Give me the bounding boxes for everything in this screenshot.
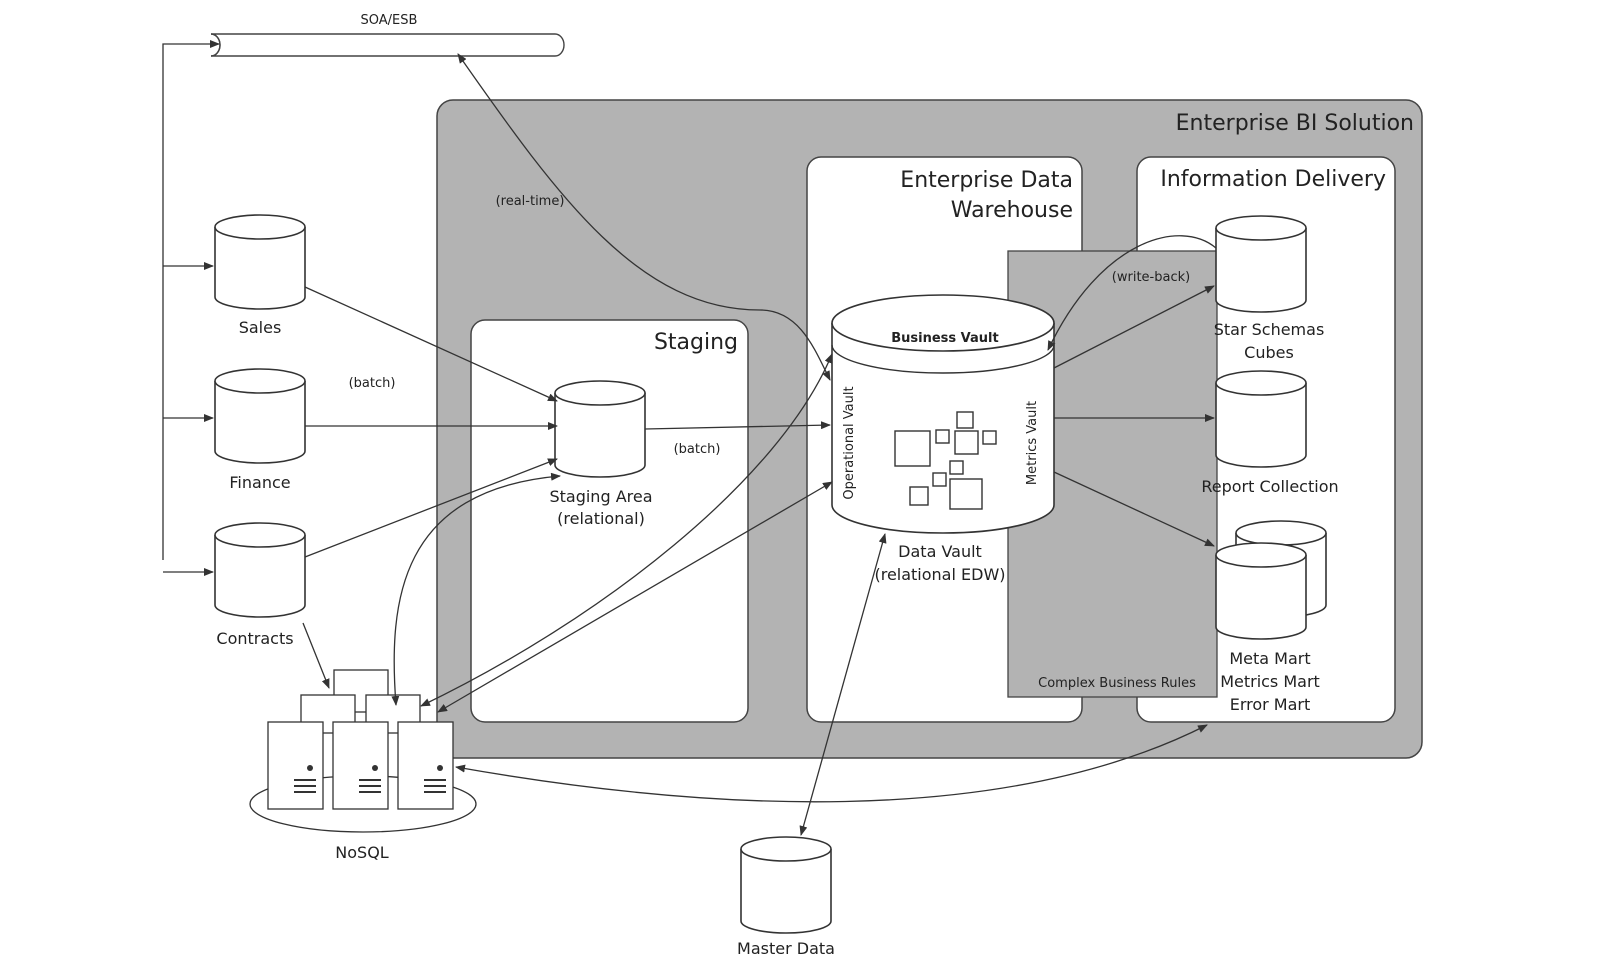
arrow-nosql-infodelivery (455, 724, 1208, 803)
nosql-cluster-icon (249, 669, 477, 833)
marts-database-stack (1215, 520, 1327, 640)
arrow-writeback (1047, 235, 1217, 351)
complex-rules-label: Complex Business Rules (1038, 676, 1196, 691)
report-collection-label: Report Collection (1201, 477, 1338, 496)
edge-label-real-time: (real-time) (496, 194, 565, 209)
edge-label-batch-staging: (batch) (674, 442, 721, 457)
master-data-label: Master Data (737, 939, 835, 958)
bus-line (162, 40, 220, 560)
business-vault-label: Business Vault (891, 331, 998, 346)
edge-label-write-back: (write-back) (1112, 270, 1190, 285)
soa-esb-pipe (210, 33, 565, 57)
marts-label-3: Error Mart (1230, 695, 1311, 714)
data-vault-label-1: Data Vault (898, 542, 982, 561)
soa-esb-label: SOA/ESB (361, 13, 418, 28)
marts-label-1: Meta Mart (1229, 649, 1310, 668)
staging-area-database (554, 380, 646, 478)
sales-label: Sales (239, 318, 282, 337)
marts-label-2: Metrics Mart (1220, 672, 1320, 691)
nosql-label: NoSQL (335, 843, 389, 862)
arrow-contracts-to-nosql (302, 622, 330, 689)
staging-area-label-1: Staging Area (549, 487, 652, 506)
data-vault-label-2: (relational EDW) (874, 565, 1005, 584)
arrow-datavault-to-marts (1053, 471, 1215, 547)
arrow-datavault-masterdata (799, 533, 887, 836)
finance-label: Finance (229, 473, 290, 492)
operational-vault-label: Operational Vault (842, 386, 857, 499)
staging-area-label-2: (relational) (557, 509, 645, 528)
star-schemas-label-1: Star Schemas (1214, 320, 1325, 339)
info-delivery-title: Information Delivery (1160, 167, 1386, 192)
metrics-vault-label: Metrics Vault (1025, 401, 1040, 485)
edw-title-line2: Warehouse (951, 198, 1073, 223)
finance-database (214, 368, 306, 464)
sales-database (214, 214, 306, 310)
contracts-database (214, 522, 306, 618)
data-vault-database (831, 294, 1055, 534)
report-collection-database (1215, 370, 1307, 468)
staging-title: Staging (654, 330, 738, 355)
edge-label-batch-sources: (batch) (349, 376, 396, 391)
enterprise-bi-title: Enterprise BI Solution (1176, 111, 1414, 136)
master-data-database (740, 836, 832, 934)
arrow-datavault-to-starschemas (1053, 285, 1215, 369)
contracts-label: Contracts (216, 629, 293, 648)
arrow-soa-realtime (457, 53, 831, 381)
data-vault-squares-icon (894, 411, 997, 510)
arrow-nosql-datavault (437, 481, 833, 713)
edw-title-line1: Enterprise Data (900, 168, 1073, 193)
star-schemas-database (1215, 215, 1307, 313)
star-schemas-label-2: Cubes (1244, 343, 1294, 362)
